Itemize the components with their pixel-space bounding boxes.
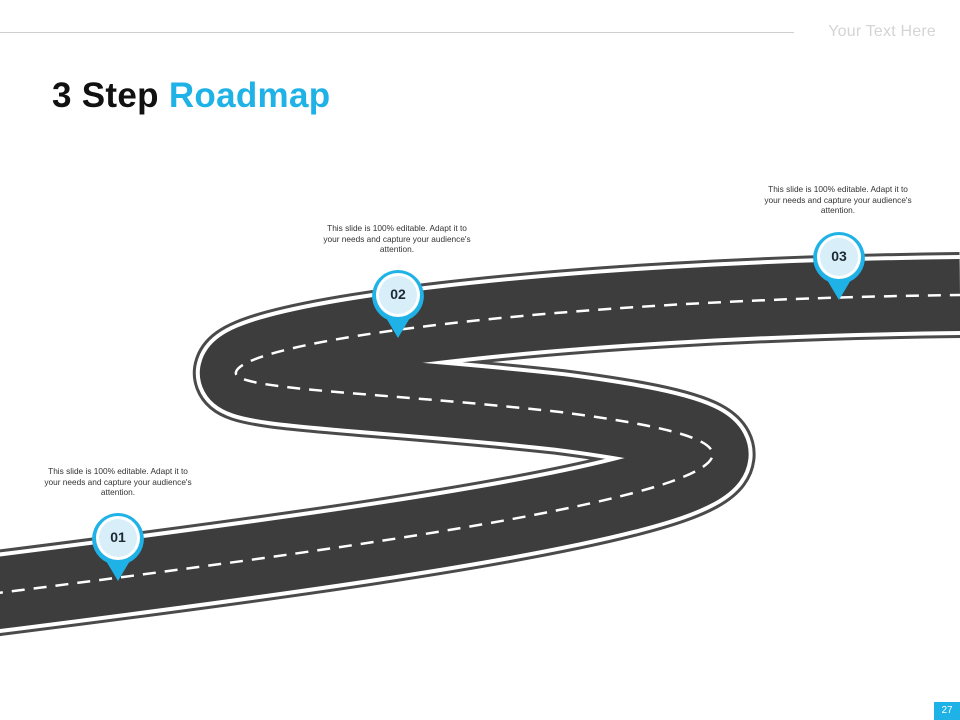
map-pin-icon: [372, 270, 424, 338]
title-main: 3 Step: [52, 76, 169, 115]
page-number-badge: 27: [934, 702, 960, 720]
map-pin-icon: [813, 232, 865, 300]
map-pin-icon: [92, 513, 144, 581]
step-2-marker: 02: [371, 269, 425, 341]
step-3-caption: This slide is 100% editable. Adapt it to…: [764, 184, 912, 215]
step-3-marker: 03: [812, 231, 866, 303]
step-1-marker: 01: [91, 512, 145, 584]
step-1-number: 01: [110, 529, 126, 545]
header-divider: [0, 32, 794, 33]
page-title: 3 Step Roadmap: [52, 76, 330, 116]
step-3-number: 03: [831, 248, 847, 264]
step-1-caption: This slide is 100% editable. Adapt it to…: [44, 466, 192, 497]
step-2-caption: This slide is 100% editable. Adapt it to…: [323, 223, 471, 254]
header-placeholder-text: Your Text Here: [828, 23, 936, 40]
road-center-dashes: [0, 293, 960, 594]
step-2-number: 02: [390, 286, 406, 302]
title-accent: Roadmap: [168, 76, 331, 115]
